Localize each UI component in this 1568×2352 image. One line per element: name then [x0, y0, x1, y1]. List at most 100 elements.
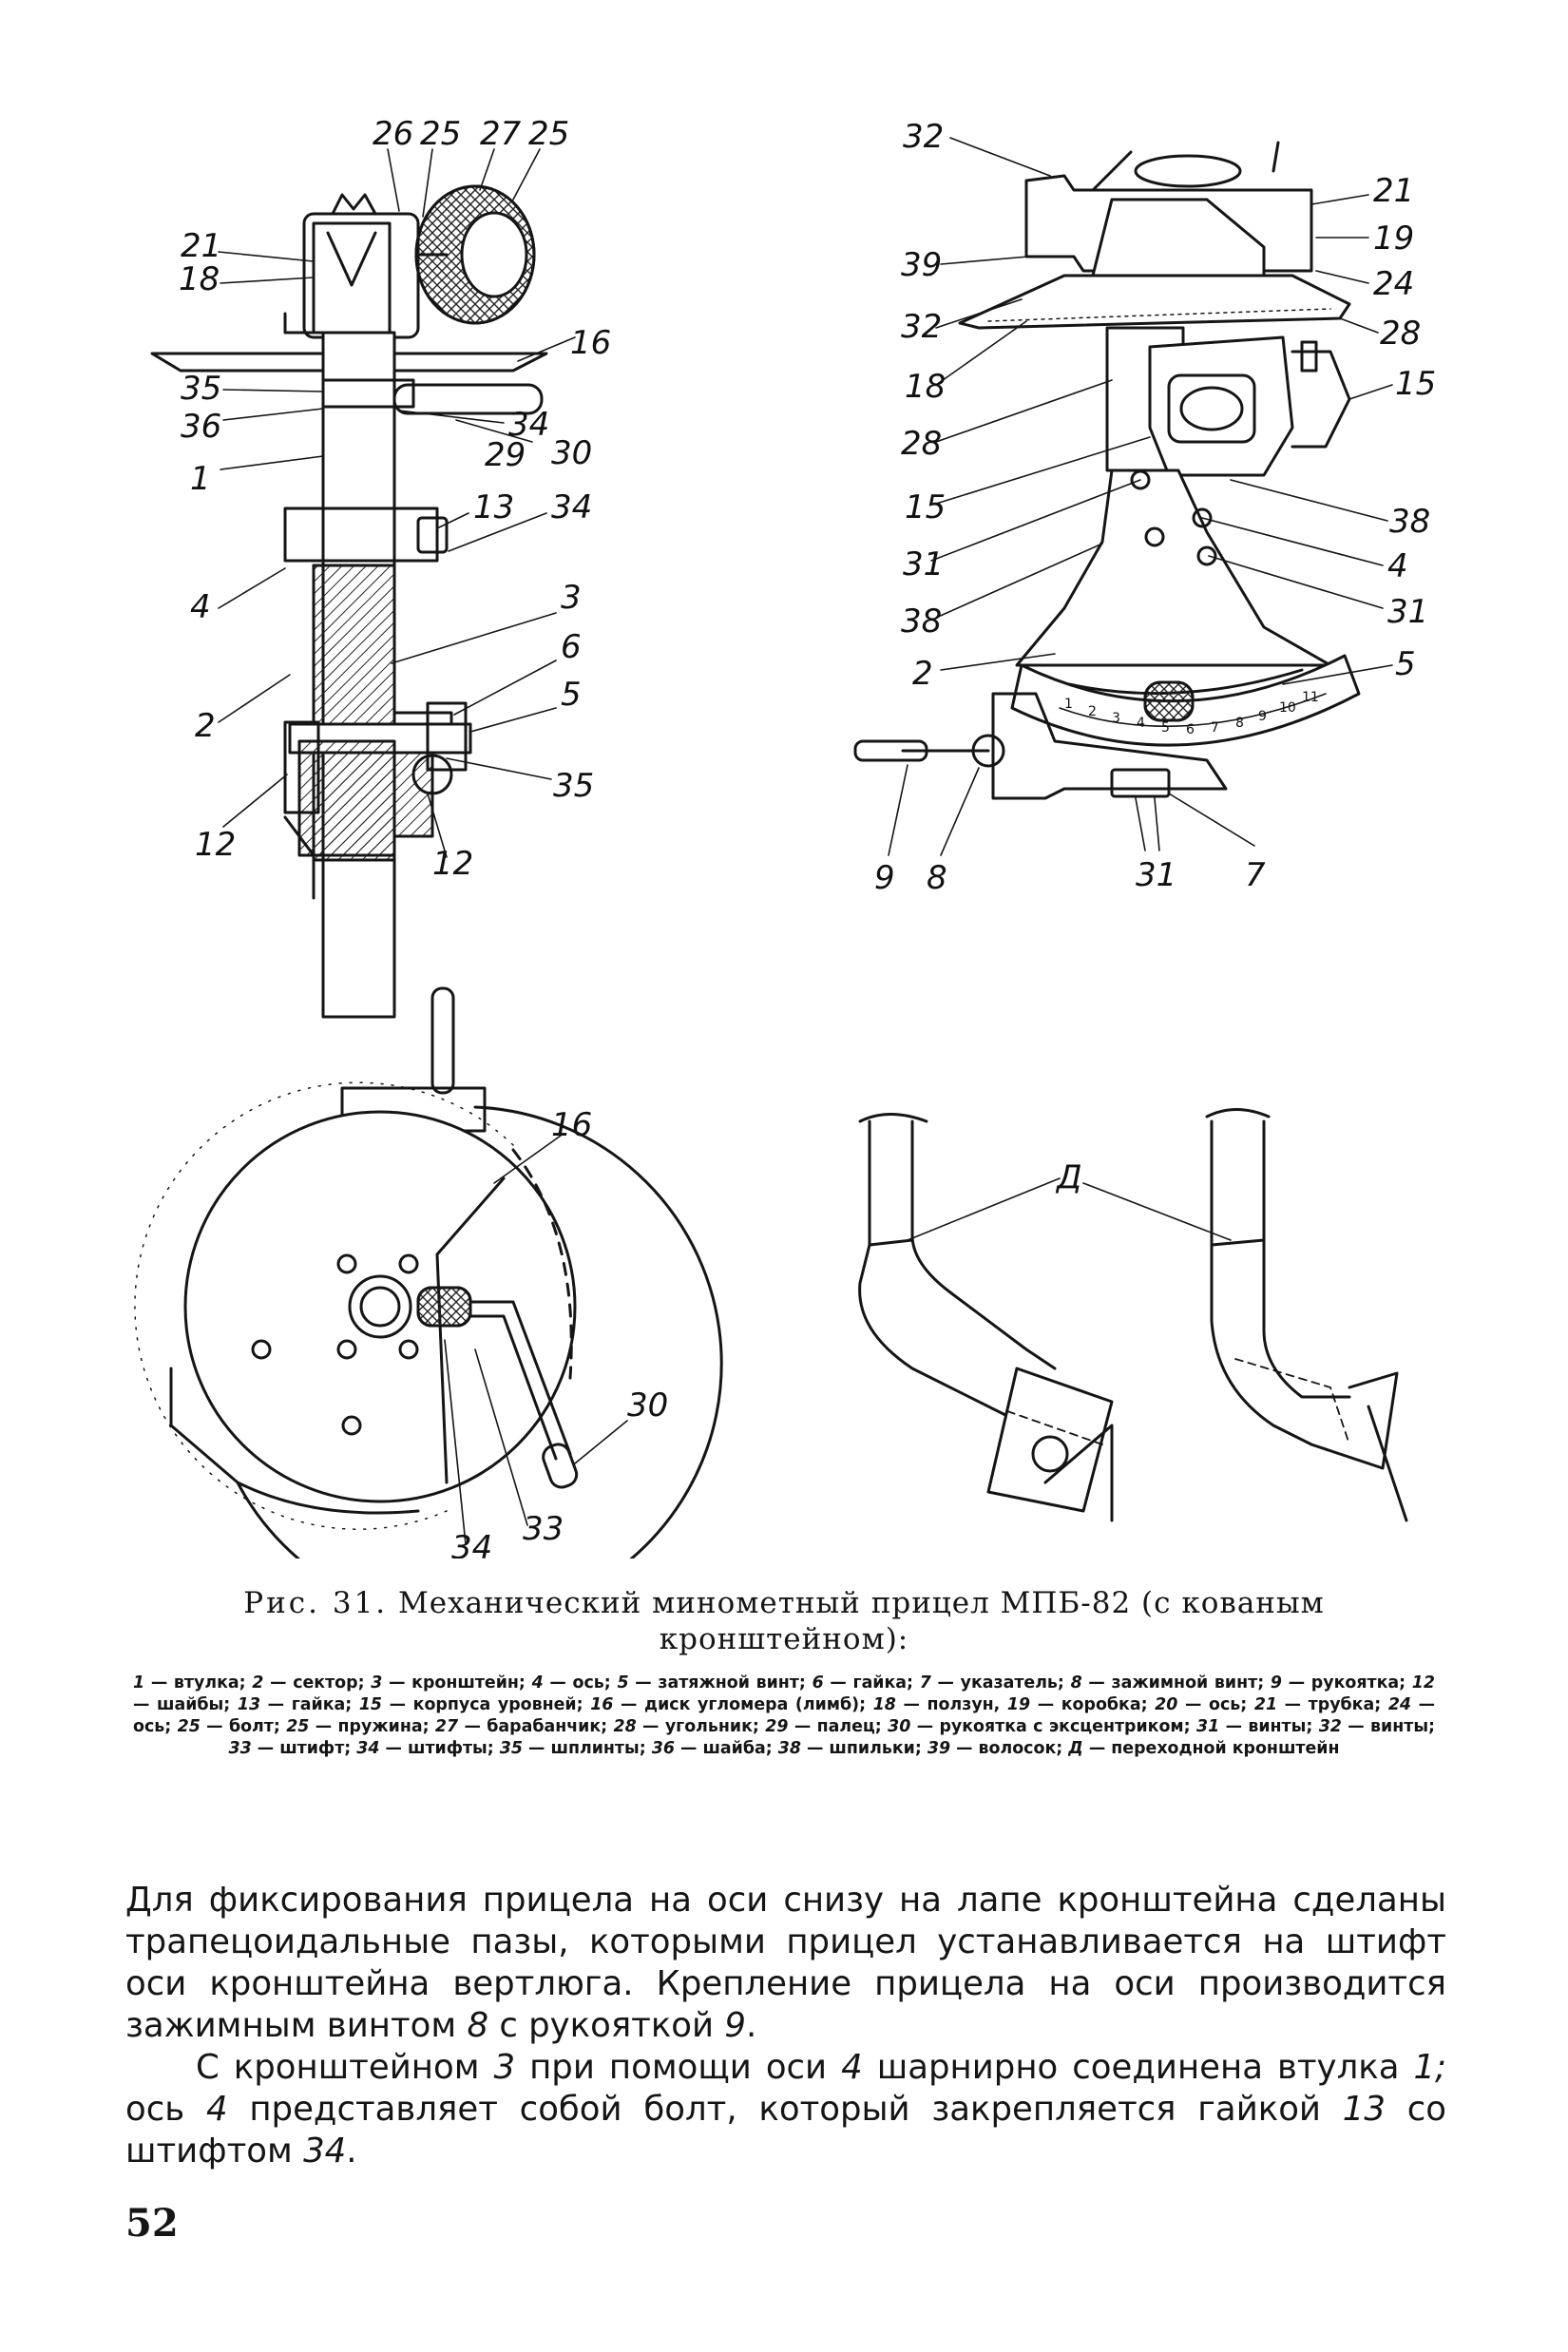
legend-key: 27	[434, 1717, 459, 1736]
legend-text: — ось;	[543, 1673, 618, 1692]
callout-label: 30	[627, 1386, 668, 1425]
text-run: с рукояткой	[488, 2006, 725, 2045]
legend-key: 3	[371, 1673, 383, 1692]
legend-entry: 24 — ось;	[133, 1695, 1435, 1736]
legend-text: — трубка;	[1277, 1695, 1388, 1714]
legend-text: — кронштейн;	[382, 1673, 532, 1692]
callout-label: 18	[905, 368, 946, 406]
legend-text: — корпуса уровней;	[382, 1695, 591, 1714]
legend-entry: 9 — рукоятка;	[1271, 1673, 1412, 1692]
legend-entry: 6 — гайка;	[813, 1673, 920, 1692]
callout-label: 15	[905, 488, 946, 526]
text-run: С кронштейном	[196, 2048, 494, 2087]
legend-key: 8	[1070, 1673, 1082, 1692]
scale-tick-label: 10	[1279, 700, 1296, 716]
legend-text: — пружина;	[309, 1717, 435, 1736]
legend-entry: 31 — винты;	[1196, 1717, 1319, 1736]
legend-text: — указатель;	[930, 1673, 1071, 1692]
callout-label: 27	[480, 115, 522, 153]
legend-key: 20	[1155, 1695, 1178, 1714]
legend-text: — винты;	[1219, 1717, 1319, 1736]
text-run: Для фиксирования прицела на оси снизу на…	[125, 1881, 1446, 2045]
legend-text: — диск угломера (лимб);	[613, 1695, 873, 1714]
legend-entry: 7 — указатель;	[920, 1673, 1071, 1692]
drawing-a-callouts	[218, 148, 576, 858]
drawing-a-section-view	[150, 184, 548, 1019]
text-run: 1;	[1413, 2048, 1446, 2087]
legend-key: 4	[531, 1673, 544, 1692]
legend-key: 36	[651, 1739, 675, 1758]
legend-key: 31	[1195, 1717, 1220, 1736]
callout-label: 32	[903, 118, 944, 156]
callout-label: Д	[1055, 1158, 1082, 1196]
legend-entry: 36 — шайба;	[652, 1739, 778, 1758]
legend-entry: Д — переходной кронштейн	[1068, 1739, 1339, 1758]
scale-tick-label: 7	[1211, 720, 1219, 736]
legend-entry: 28 — угольник;	[613, 1717, 765, 1736]
drawing-b-scale: 1 2 3 4 5 6 7 8 9 10 11	[1064, 690, 1319, 737]
legend-key: 9	[1270, 1673, 1282, 1692]
legend-entry: 15 — корпуса уровней;	[359, 1695, 590, 1714]
legend-key: 18	[872, 1695, 896, 1714]
legend-key: 28	[613, 1717, 637, 1736]
legend-entry: 30 — рукоятка с эксцентриком;	[888, 1717, 1196, 1736]
legend-text: — штифт;	[251, 1739, 357, 1758]
callout-label: 12	[195, 826, 236, 864]
legend-entry: 19 — коробка;	[1007, 1695, 1155, 1714]
legend-text: — угольник;	[636, 1717, 766, 1736]
legend-text: — ползун,	[895, 1695, 1007, 1714]
drawing-b-labels: 32 21 19 39 24 32 28 18 15 28 15 38 31 4…	[874, 118, 1436, 897]
callout-label: 29	[485, 436, 526, 474]
callout-label: 5	[1395, 645, 1416, 683]
legend-entry: 35 — шплинты;	[500, 1739, 652, 1758]
legend-entry: 39 — волосок;	[927, 1739, 1068, 1758]
legend-text: — штифты;	[379, 1739, 500, 1758]
callout-label: 24	[1373, 265, 1414, 303]
legend-key: 13	[237, 1695, 261, 1714]
callout-label: 38	[1389, 503, 1430, 541]
callout-label: 31	[1136, 856, 1176, 894]
figure-31: 26 25 27 25 21 18 16 35 36 1 34 29 30 13…	[134, 115, 1436, 1558]
callout-label: 3	[561, 579, 582, 617]
legend-entry: 2 — сектор;	[252, 1673, 371, 1692]
legend-text: — шпильки;	[800, 1739, 927, 1758]
text-run: шарнирно соединена втулка	[862, 2048, 1414, 2087]
legend-entry: 33 — штифт;	[229, 1739, 357, 1758]
text-run: 4	[205, 2090, 228, 2129]
figure-legend: 1 — втулка; 2 — сектор; 3 — кронштейн; 4…	[133, 1673, 1435, 1760]
legend-key: 35	[499, 1739, 523, 1758]
legend-entry: 1 — втулка;	[133, 1673, 252, 1692]
callout-label: 31	[903, 545, 944, 583]
callout-label: 34	[508, 406, 549, 444]
callout-label: 21	[1373, 172, 1414, 210]
legend-key: 6	[812, 1673, 824, 1692]
legend-key: 19	[1006, 1695, 1031, 1714]
legend-key: 15	[358, 1695, 383, 1714]
figure-number: Рис. 31.	[243, 1586, 389, 1620]
callout-label: 28	[1380, 315, 1421, 353]
callout-label: 18	[179, 260, 220, 298]
text-run: 3	[493, 2048, 516, 2087]
legend-key: 24	[1387, 1695, 1412, 1714]
text-run: 13	[1342, 2090, 1386, 2129]
caption-title: Рис. 31. Механический минометный прицел …	[133, 1585, 1435, 1657]
body-text: Для фиксирования прицела на оси снизу на…	[125, 1880, 1446, 2172]
callout-label: 16	[551, 1106, 592, 1144]
callout-label: 7	[1245, 856, 1266, 894]
legend-key: 16	[590, 1695, 614, 1714]
callout-label: 13	[473, 488, 514, 526]
drawing-b-callouts	[888, 137, 1393, 856]
legend-entry: 8 — зажимной винт;	[1071, 1673, 1271, 1692]
legend-text: — гайка;	[260, 1695, 359, 1714]
scale-tick-label: 3	[1112, 711, 1120, 726]
callout-label: 25	[420, 115, 461, 153]
legend-entry: 21 — трубка;	[1254, 1695, 1388, 1714]
legend-text: — шплинты;	[523, 1739, 652, 1758]
legend-key: 29	[765, 1717, 789, 1736]
legend-key: 25	[286, 1717, 310, 1736]
legend-text: — шайбы;	[133, 1695, 238, 1714]
legend-text: — ось;	[1177, 1695, 1254, 1714]
callout-label: 34	[551, 488, 592, 526]
text-run: 34	[303, 2132, 347, 2170]
legend-text: — палец;	[788, 1717, 889, 1736]
